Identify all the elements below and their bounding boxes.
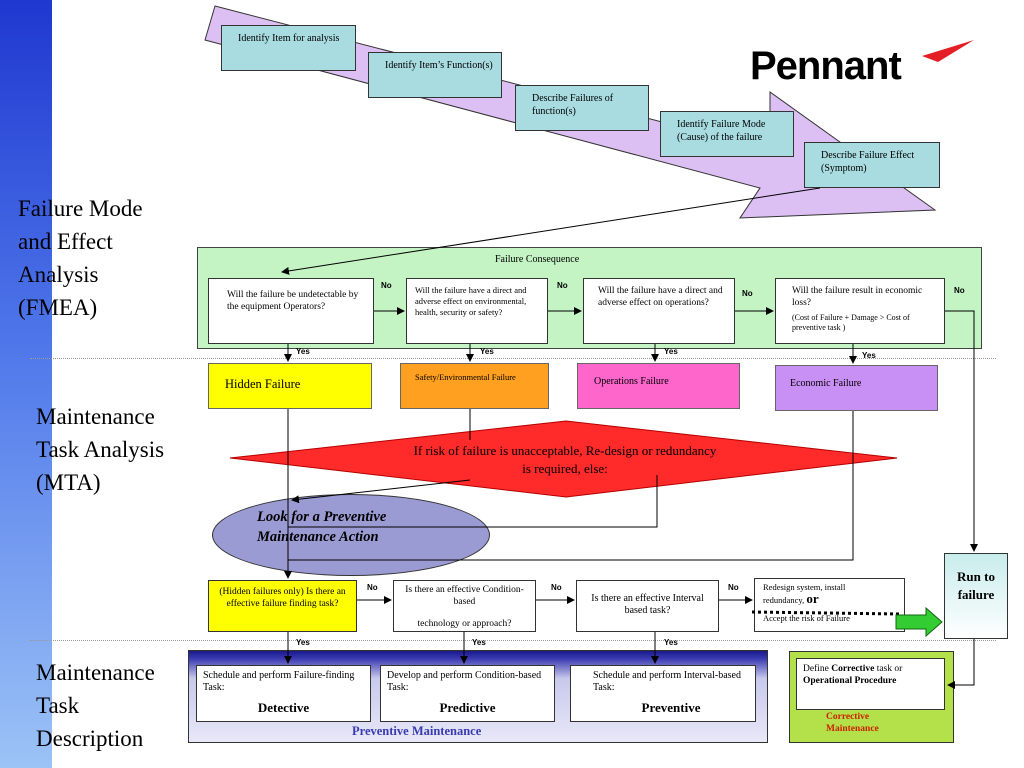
- predictive-task-box: Develop and perform Condition-based Task…: [380, 665, 555, 722]
- question-economic-text: Will the failure result in economic loss…: [792, 286, 923, 308]
- operations-failure-box: Operations Failure: [577, 363, 740, 409]
- question-economic: Will the failure result in economic loss…: [775, 278, 945, 344]
- label-fmea: Failure Mode and Effect Analysis (FMEA): [18, 196, 143, 320]
- preventive-task-box: Schedule and perform Interval-based Task…: [570, 665, 756, 722]
- step-identify-failure-mode: Identify Failure Mode (Cause) of the fai…: [660, 111, 794, 157]
- redesign-line-3: Accept the risk of Failure: [763, 613, 850, 623]
- label-no-7: No: [728, 583, 739, 592]
- divider-fmea-mta: [30, 358, 996, 359]
- step-describe-effect: Describe Failure Effect (Symptom): [804, 142, 940, 188]
- predictive-task-text: Develop and perform Condition-based Task…: [387, 670, 542, 693]
- preventive-task-text: Schedule and perform Interval-based Task…: [593, 670, 741, 693]
- corrective-bold-2: Operational Procedure: [803, 676, 897, 686]
- redesign-line-2: redundancy,: [763, 595, 805, 605]
- corrective-maintenance-footer: Corrective Maintenance: [826, 712, 879, 734]
- label-no-6: No: [551, 583, 562, 592]
- preventive-label: Preventive: [641, 700, 701, 715]
- failure-consequence-title: Failure Consequence: [495, 254, 580, 265]
- label-mtd: Maintenance Task Description: [36, 660, 155, 751]
- label-yes-7: Yes: [664, 638, 678, 647]
- economic-failure-box: Economic Failure: [775, 365, 938, 411]
- condition-line-2: technology or approach?: [417, 619, 512, 629]
- label-no-5: No: [367, 583, 378, 592]
- label-no-3: No: [742, 289, 753, 298]
- label-no-1: No: [381, 281, 392, 290]
- preventive-action-oval: [212, 494, 490, 576]
- label-yes-5: Yes: [296, 638, 310, 647]
- corrective-pre: Define: [803, 664, 829, 674]
- risk-text: If risk of failure is unacceptable, Re-d…: [413, 443, 717, 476]
- step-identify-item: Identify Item for analysis: [221, 25, 356, 71]
- question-undetectable: Will the failure be undetectable by the …: [208, 278, 374, 344]
- label-no-2: No: [557, 281, 568, 290]
- corrective-bold: Corrective: [831, 664, 875, 674]
- detective-task-text: Schedule and perform Failure-finding Tas…: [203, 670, 355, 693]
- corrective-mid: task or: [876, 664, 903, 674]
- label-yes-1: Yes: [296, 347, 310, 356]
- hidden-failure-box: Hidden Failure: [208, 363, 372, 409]
- label-yes-4: Yes: [862, 351, 876, 360]
- step-identify-function: Identify Item’s Function(s): [368, 52, 502, 98]
- label-yes-6: Yes: [472, 638, 486, 647]
- run-to-failure-box: Run to failure: [944, 553, 1008, 639]
- label-yes-2: Yes: [480, 347, 494, 356]
- redesign-box: Redesign system, install redundancy, or …: [754, 578, 905, 632]
- question-condition-based: Is there an effective Condition-based te…: [393, 580, 536, 632]
- detective-label: Detective: [257, 700, 310, 715]
- label-no-4: No: [954, 286, 965, 295]
- redesign-or: or: [806, 591, 819, 606]
- logo-text: Pennant: [750, 44, 902, 88]
- pennant-logo: Pennant: [750, 40, 980, 90]
- question-safety: Will the failure have a direct and adver…: [406, 278, 548, 344]
- detective-task-box: Schedule and perform Failure-finding Tas…: [196, 665, 371, 722]
- label-mta: Maintenance Task Analysis (MTA): [36, 404, 165, 495]
- corrective-task-box: Define Corrective task or Operational Pr…: [796, 658, 945, 710]
- question-operations: Will the failure have a direct and adver…: [583, 278, 735, 344]
- question-failure-finding: (Hidden failures only) Is there an effec…: [208, 580, 357, 632]
- question-interval-based: Is there an effective Interval based tas…: [576, 580, 719, 632]
- divider-mta-mtd: [30, 640, 996, 641]
- preventive-maintenance-footer: Preventive Maintenance: [352, 724, 482, 738]
- predictive-label: Predictive: [439, 700, 496, 715]
- step-describe-failures: Describe Failures of function(s): [515, 85, 649, 131]
- logo-swoosh-icon: [922, 40, 974, 62]
- condition-line-1: Is there an effective Condition-based: [405, 585, 524, 607]
- redesign-line-1: Redesign system, install: [763, 582, 846, 592]
- safety-failure-box: Safety/Environmental Failure: [400, 363, 549, 409]
- preventive-action-text: Look for a Preventive Maintenance Action: [257, 509, 387, 545]
- question-economic-note: (Cost of Failure + Damage > Cost of prev…: [792, 313, 910, 332]
- label-yes-3: Yes: [664, 347, 678, 356]
